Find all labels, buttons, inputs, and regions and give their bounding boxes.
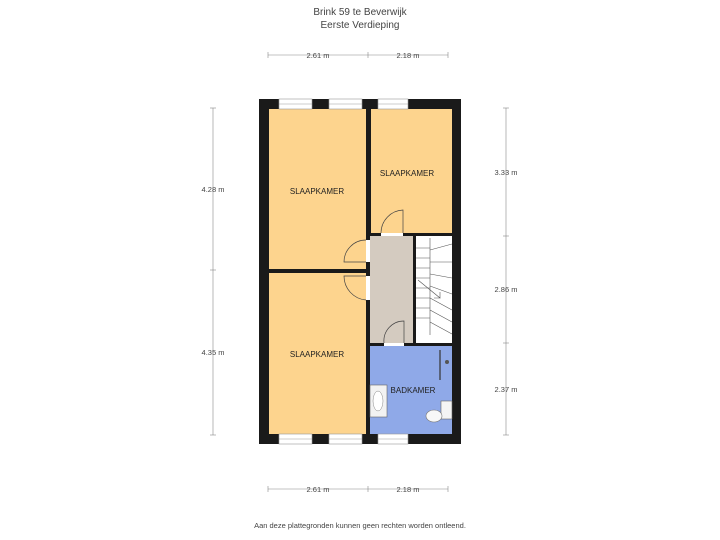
room-label-bedroom-top-right: SLAAPKAMER [380, 169, 434, 178]
windows-bottom [278, 433, 409, 445]
room-label-bathroom: BADKAMER [391, 386, 436, 395]
dim-right-upper: 3.33 m [495, 168, 518, 177]
bedroom-top-right [371, 109, 452, 233]
door-opening-bathroom [384, 343, 404, 346]
dim-bottom-right: 2.18 m [397, 485, 420, 494]
room-label-bedroom-bottom-left: SLAAPKAMER [290, 350, 344, 359]
dim-right-lower: 2.37 m [495, 385, 518, 394]
plan-subtitle: Eerste Verdieping [320, 20, 400, 31]
plan-title: Brink 59 te Beverwijk [313, 7, 407, 18]
toilet [440, 400, 453, 420]
dim-top-left: 2.61 m [307, 51, 330, 60]
dimension-lines [210, 52, 509, 492]
room-label-bedroom-top-left: SLAAPKAMER [290, 187, 344, 196]
door-opening-top-right [381, 233, 403, 236]
bedroom-bottom-left [269, 273, 366, 434]
disclaimer: Aan deze plattegronden kunnen geen recht… [254, 521, 466, 530]
door-swings [343, 209, 405, 344]
staircase [416, 238, 453, 335]
dim-left-upper: 4.28 m [202, 185, 225, 194]
dim-right-middle: 2.86 m [495, 285, 518, 294]
shower-head-icon [445, 360, 449, 364]
door-opening-top-left [366, 240, 370, 262]
dim-top-right: 2.18 m [397, 51, 420, 60]
dim-bottom-left: 2.61 m [307, 485, 330, 494]
bedroom-top-left [269, 109, 366, 269]
stairwell [416, 236, 452, 343]
hallway [370, 236, 413, 343]
door-opening-bottom-left [366, 276, 370, 300]
dim-left-lower: 4.35 m [202, 348, 225, 357]
windows-top [278, 98, 409, 110]
bathroom-fixtures [369, 350, 453, 423]
